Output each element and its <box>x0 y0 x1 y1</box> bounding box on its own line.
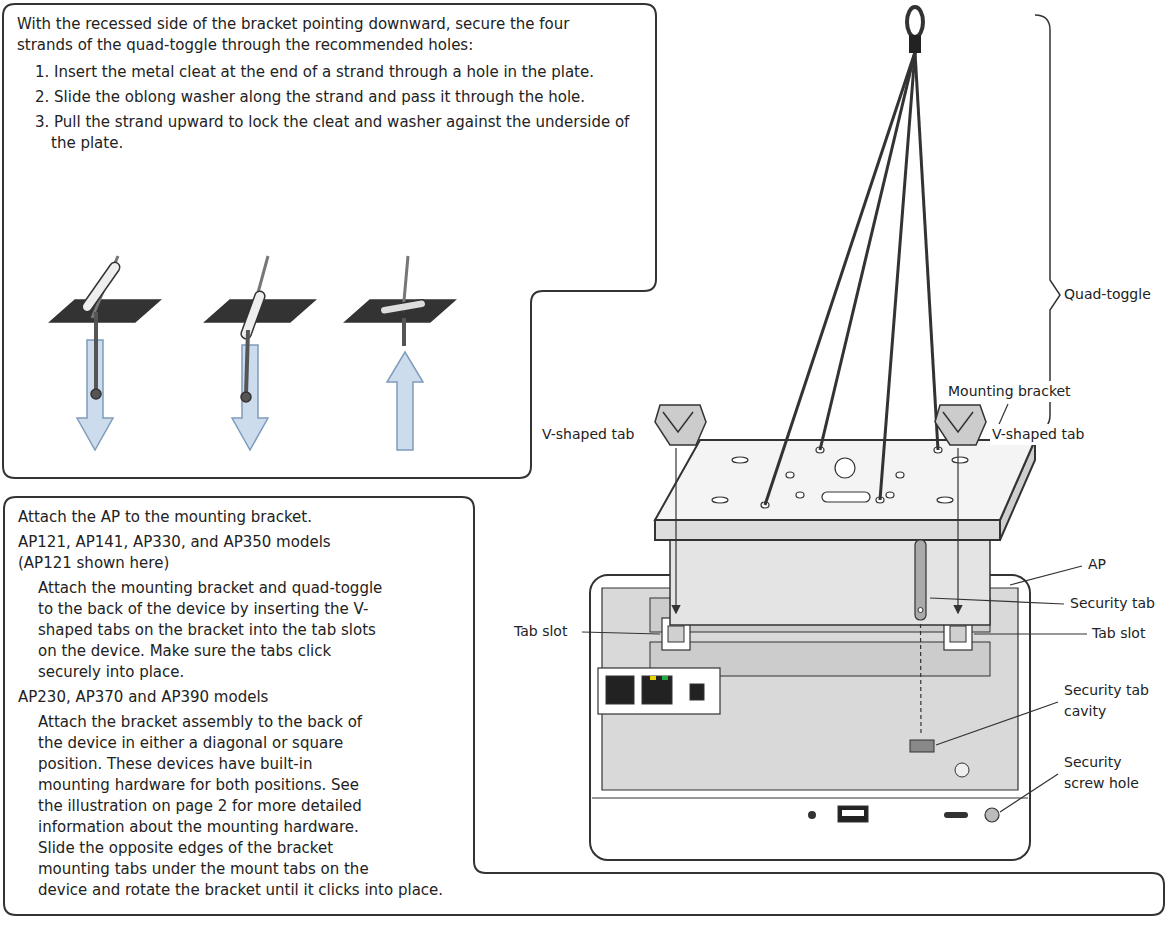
wrap-spacer <box>388 507 1150 869</box>
part-label: Tab slot <box>1090 623 1147 644</box>
model-heading: AP230, AP370 and AP390 models <box>18 687 1150 708</box>
v-shaped-tab <box>655 405 986 445</box>
callout-box: With the recessed side of the bracket po… <box>3 4 656 478</box>
step-text: 1. Insert the metal cleat at the end of … <box>17 62 640 83</box>
box-outline-path <box>3 4 656 478</box>
mounting-bracket <box>655 440 1035 625</box>
body-text: Attach the bracket assembly to the back … <box>38 712 1150 901</box>
part-label: Security tab <box>1068 593 1157 614</box>
part-label: Security tab cavity <box>1062 680 1162 722</box>
step-text: 3. Pull the strand upward to lock the cl… <box>17 112 640 154</box>
part-label: V-shaped tab <box>540 424 636 445</box>
step-illustrations <box>50 256 455 450</box>
body-text: Attach the mounting bracket and quad-tog… <box>38 578 1150 683</box>
callout-box: Attach the AP to the mounting bracket. AP… <box>4 497 1164 915</box>
leader-lines <box>582 404 1087 812</box>
step-text: 2. Slide the oblong washer along the str… <box>17 87 640 108</box>
part-label: Security screw hole <box>1062 752 1162 794</box>
part-label: AP <box>1086 554 1108 575</box>
heading-text: Attach the AP to the mounting bracket. <box>18 507 1150 528</box>
part-label: Quad-toggle <box>1062 284 1153 305</box>
model-heading: AP121, AP141, AP330, and AP350 models (A… <box>18 532 1150 574</box>
box-outline-path <box>4 497 1164 915</box>
part-label: Mounting bracket <box>946 381 1073 402</box>
quad-toggle <box>765 7 938 505</box>
part-label: Tab slot <box>512 621 569 642</box>
brace <box>1035 15 1060 430</box>
intro-text: With the recessed side of the bracket po… <box>17 14 617 56</box>
part-label: V-shaped tab <box>990 424 1086 445</box>
